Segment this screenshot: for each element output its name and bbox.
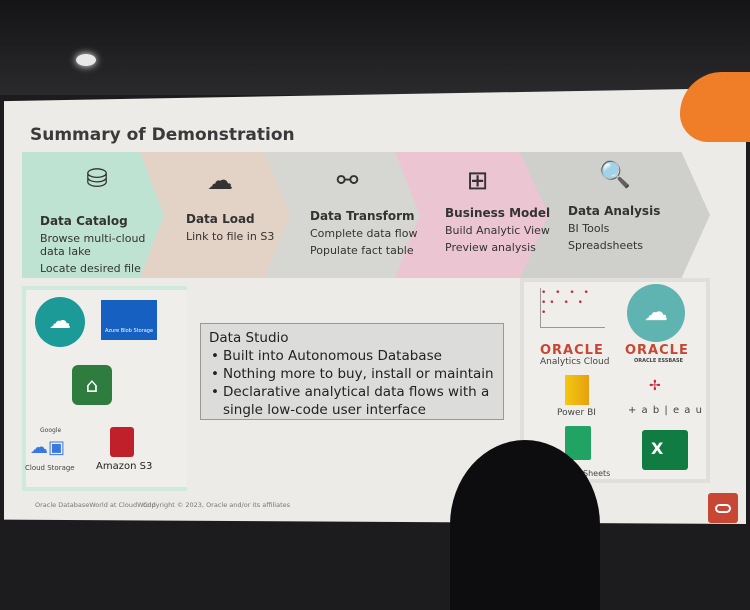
google-cloud-storage-icon: ☁▣ bbox=[30, 437, 66, 458]
analytics-cloud-label: Analytics Cloud bbox=[540, 357, 610, 367]
step-data-transform: ⚯ bbox=[265, 152, 430, 278]
oracle-cloud-storage-icon: ☁ bbox=[35, 297, 85, 347]
audience-head-silhouette bbox=[450, 440, 600, 610]
step-data-analysis: 🔍 bbox=[520, 152, 710, 278]
step-line: Preview analysis bbox=[445, 241, 536, 254]
tableau-icon: ✢ bbox=[649, 378, 661, 394]
oracle-logo: ORACLE bbox=[625, 343, 689, 358]
step-title: Data Analysis bbox=[568, 204, 661, 218]
essbase-cloud-icon: ☁ bbox=[627, 284, 685, 342]
azure-label: Azure Blob Storage bbox=[104, 328, 154, 334]
data-flow-icon: ⚯ bbox=[336, 166, 359, 196]
orange-accent-shape bbox=[680, 72, 750, 142]
hierarchy-icon: ⊞ bbox=[466, 166, 489, 196]
slide-title: Summary of Demonstration bbox=[30, 125, 295, 145]
bullet: Built into Autonomous Database bbox=[209, 347, 495, 365]
amazon-s3-label: Amazon S3 bbox=[96, 461, 153, 472]
essbase-label: ORACLE ESSBASE bbox=[634, 358, 684, 364]
oracle-logo-icon bbox=[708, 493, 738, 523]
report-magnifier-icon: 🔍 bbox=[598, 160, 632, 190]
amazon-s3-icon bbox=[110, 427, 134, 457]
google-sheets-icon bbox=[565, 426, 591, 460]
azure-blob-storage-icon: Azure Blob Storage bbox=[101, 300, 157, 340]
step-data-catalog: ⛁ bbox=[22, 152, 172, 278]
step-line: Link to file in S3 bbox=[186, 230, 275, 243]
excel-icon: X bbox=[642, 430, 688, 470]
step-line: Build Analytic View bbox=[445, 224, 550, 237]
data-studio-heading: Data Studio bbox=[209, 330, 289, 346]
tableau-label: + a b | e a u bbox=[628, 405, 703, 416]
oracle-logo: ORACLE bbox=[540, 343, 604, 358]
step-line: Complete data flow bbox=[310, 227, 418, 240]
scatter-chart-icon: • • • ••• • •• bbox=[540, 288, 605, 328]
google-cloud-storage-label: Cloud Storage bbox=[25, 464, 75, 472]
footer-event: Oracle DatabaseWorld at CloudWorld bbox=[35, 501, 156, 509]
data-lake-icon: ⌂ bbox=[72, 365, 112, 405]
step-line: Locate desired file bbox=[40, 262, 141, 275]
bullet: Nothing more to buy, install or maintain bbox=[209, 365, 495, 383]
step-line: Populate fact table bbox=[310, 244, 414, 257]
power-bi-icon bbox=[565, 375, 589, 405]
step-title: Business Model bbox=[445, 206, 551, 220]
room-background bbox=[0, 0, 750, 95]
database-arrows-icon: ⛁ bbox=[86, 164, 108, 194]
step-line: Browse multi-cloud data lake bbox=[40, 232, 146, 258]
step-line: BI Tools bbox=[568, 222, 610, 235]
data-studio-box: Data Studio Built into Autonomous Databa… bbox=[200, 323, 504, 420]
cloud-upload-icon: ☁ bbox=[207, 166, 233, 196]
google-label: Google bbox=[40, 427, 62, 434]
step-title: Data Transform bbox=[310, 209, 415, 223]
sheets-label: Sheets bbox=[583, 469, 611, 478]
footer-copyright: Copyright © 2023, Oracle and/or its affi… bbox=[143, 501, 291, 509]
bullet: Declarative analytical data flows with a… bbox=[209, 383, 495, 419]
step-title: Data Load bbox=[186, 212, 255, 226]
power-bi-label: Power BI bbox=[557, 408, 596, 418]
step-line: Spreadsheets bbox=[568, 239, 644, 252]
step-title: Data Catalog bbox=[40, 214, 128, 228]
ceiling-light bbox=[76, 54, 96, 66]
